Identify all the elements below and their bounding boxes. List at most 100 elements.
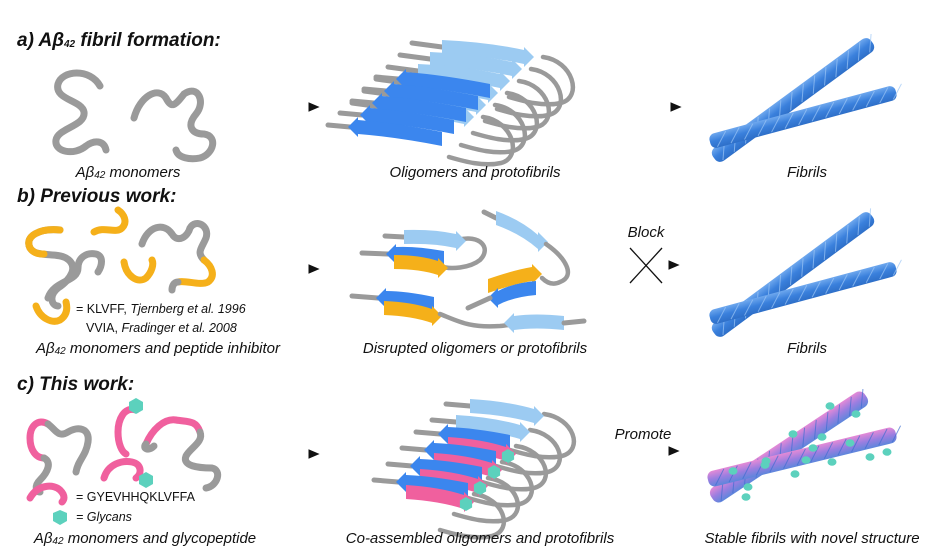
beta-strand-light	[496, 211, 548, 252]
monomer-coil	[44, 420, 92, 476]
fibril-twist	[744, 123, 754, 140]
peptide-tail	[359, 250, 391, 257]
fibril-twist	[784, 112, 794, 129]
fibril-twist	[814, 419, 817, 440]
inhibitor-segment	[174, 256, 216, 287]
beta-strand-light	[442, 40, 534, 67]
beta-strand-dark	[396, 472, 468, 497]
glycan-icon	[139, 472, 153, 488]
caption-a-oligomers: Oligomers and protofibrils	[389, 164, 561, 181]
peptide-tail	[349, 293, 381, 301]
glycan-icon	[487, 465, 501, 479]
fibril-twist	[824, 67, 827, 86]
glycan-dot	[882, 448, 892, 456]
glycan-dot	[743, 483, 753, 491]
panel-c-stable-fibrils	[707, 388, 902, 503]
block-label: Block	[627, 224, 665, 241]
beta-strand-light	[504, 313, 564, 333]
beta-strand-light	[470, 399, 544, 426]
inhibitor-segment	[25, 226, 64, 258]
fibril-twist	[865, 266, 875, 283]
peptide-tail	[443, 401, 473, 409]
monomer-coil	[138, 220, 211, 264]
fibril-twist	[837, 438, 847, 456]
glycan-dot	[790, 470, 800, 478]
peptide-tail	[371, 477, 401, 485]
peptide-tail	[409, 40, 445, 50]
fibril-twist	[812, 249, 815, 269]
monomer-coil	[142, 416, 204, 448]
fibril-twist	[835, 58, 838, 78]
fibril-twist	[825, 412, 829, 432]
fibril-twist	[834, 233, 838, 252]
beta-strand-light	[404, 229, 466, 251]
caption-c-stable-fibrils: Stable fibrils with novel structure	[704, 530, 920, 547]
caption-b-fibrils: Fibrils	[787, 340, 827, 357]
peptide-loop	[539, 241, 571, 286]
panel-a-fibrils	[709, 33, 902, 162]
fibril-twist	[846, 50, 850, 69]
fibril-twist	[879, 87, 889, 104]
peptide-loop	[446, 114, 516, 167]
caption-a-fibrils: Fibrils	[787, 164, 827, 181]
promote-label: Promote	[614, 426, 672, 443]
glycopeptide	[100, 458, 144, 482]
peptide-loop	[437, 236, 487, 271]
fibril-twist	[846, 224, 849, 244]
peptide-loop	[437, 491, 507, 540]
fibril-twist	[868, 208, 872, 227]
fibril-twist	[798, 109, 808, 126]
glycan-icon	[473, 481, 487, 495]
fibril-twist	[771, 292, 781, 309]
arrow-b2-blocked	[606, 247, 680, 284]
panel-b-disrupted-oligomers	[349, 209, 587, 333]
glycan-dot	[865, 453, 875, 461]
fibril-twist	[852, 270, 862, 287]
fibril-twist	[838, 274, 848, 291]
peptide-tail	[373, 74, 401, 82]
glycan-dot	[827, 458, 837, 466]
caption-c-coassembled: Co-assembled oligomers and protofibrils	[345, 530, 615, 547]
glycan-dot	[728, 467, 738, 475]
fibril-twist	[838, 98, 848, 115]
beta-strand-dark	[410, 456, 482, 481]
panel-b-heading: b) Previous work:	[17, 186, 177, 207]
beta-strand-dark	[438, 424, 510, 449]
inhibitor-strand	[394, 255, 448, 278]
monomer-coil	[44, 250, 105, 302]
peptide-tail	[481, 209, 499, 221]
glycan-dot	[851, 410, 861, 418]
glycan-icon	[501, 449, 515, 463]
fibril-twist	[757, 119, 767, 137]
beta-strand-light	[456, 415, 530, 442]
glycan-dot	[760, 461, 770, 469]
peptide-tail	[385, 461, 415, 469]
panel-c-coassembled-oligomers	[371, 399, 577, 540]
monomer-coil	[26, 418, 52, 462]
panel-c-monomers	[26, 398, 222, 496]
fibril-twist	[744, 299, 754, 316]
fibril-twist	[865, 90, 875, 107]
fibril-rod-2	[709, 259, 902, 324]
fibril-twist	[837, 404, 841, 424]
caption-b-monomers: Aβ42 monomers and peptide inhibitor	[36, 340, 280, 357]
beta-strand-dark	[488, 281, 536, 308]
beta-strand-dark	[372, 93, 466, 122]
fibril-twist	[857, 216, 860, 236]
panel-b-fibrils	[709, 208, 902, 337]
peptide-tail	[399, 445, 429, 453]
fibril-twist	[717, 130, 727, 147]
fibril-twist	[730, 127, 740, 144]
glycopeptide-strand	[406, 485, 474, 512]
glycan-dot	[801, 456, 811, 464]
fibril-twist	[825, 277, 835, 294]
block-cross-icon	[629, 247, 663, 284]
monomer-coil	[168, 278, 182, 294]
fibril-twist	[717, 306, 727, 323]
glycan-icon	[459, 497, 473, 511]
panel-a-monomers	[52, 69, 217, 163]
beta-strand-dark	[384, 81, 478, 110]
glycan-dot	[845, 439, 855, 447]
legend-inhibitor-line2: VVIA, Fradinger et al. 2008	[86, 321, 237, 335]
